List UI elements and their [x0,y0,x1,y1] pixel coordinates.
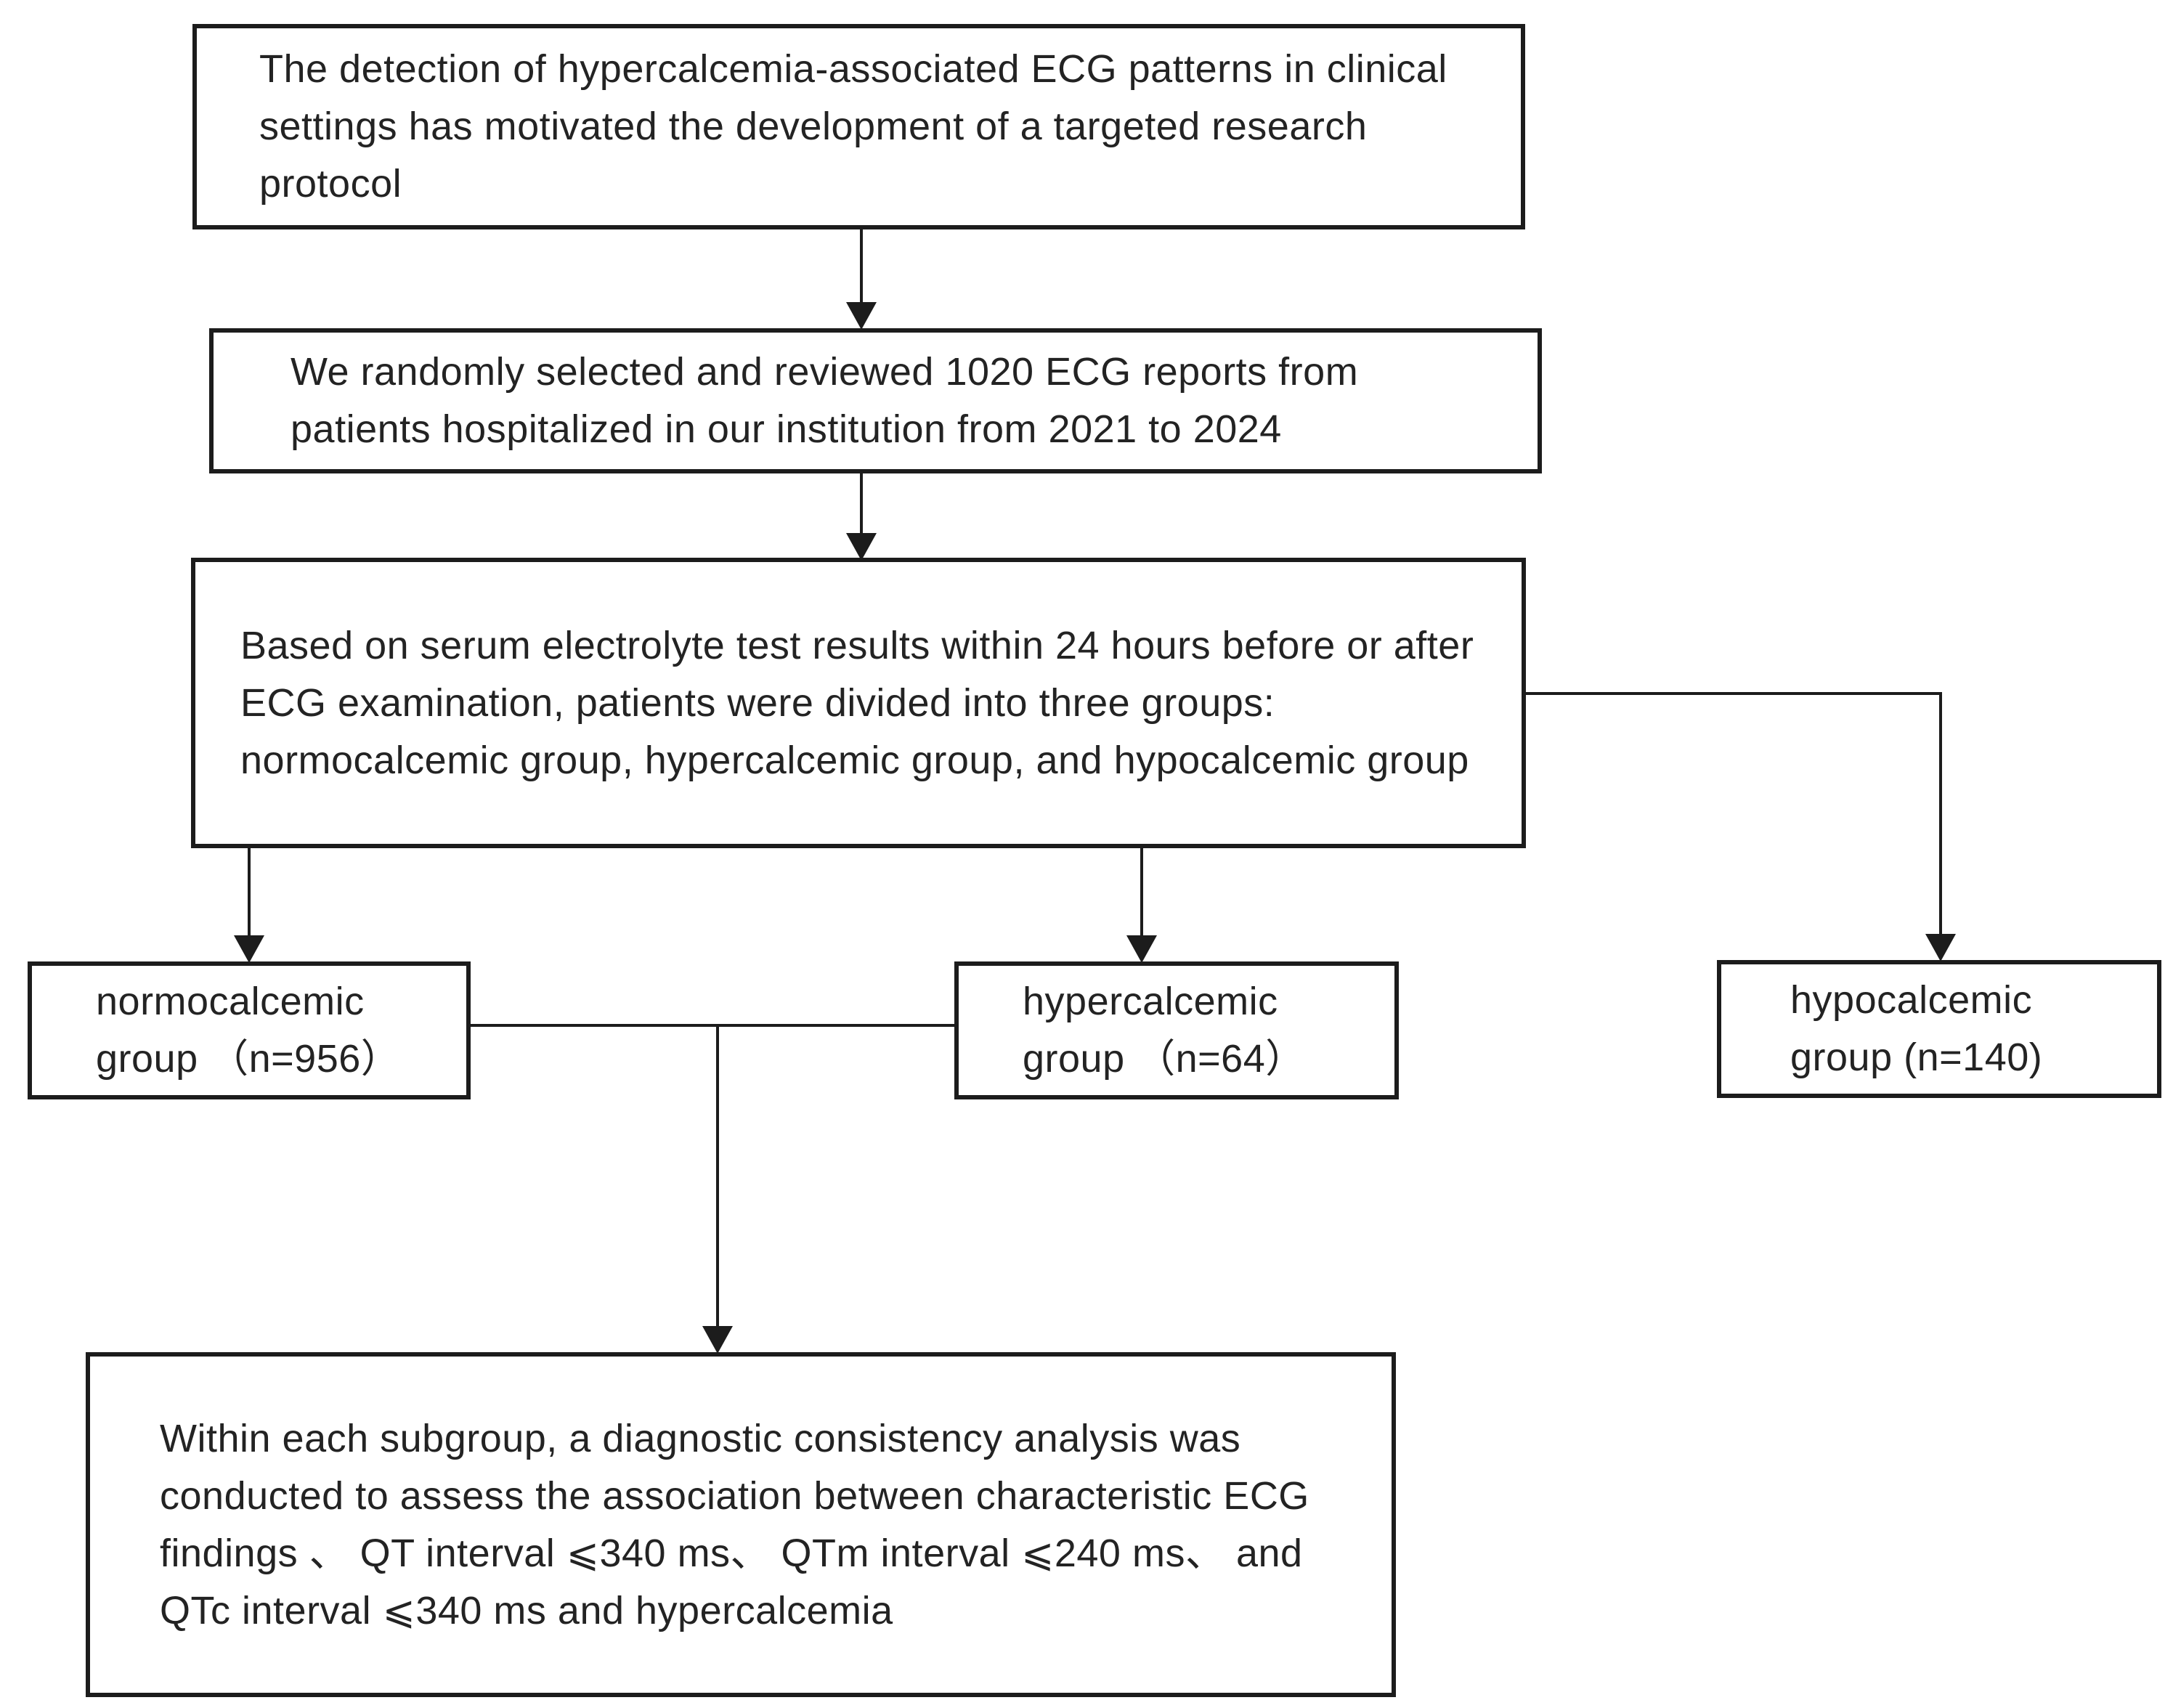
flow-box-analysis-text: Within each subgroup, a diagnostic consi… [160,1416,1309,1632]
flow-box-normocalcemic-text: normocalcemic group （n=956） [96,980,401,1081]
arrowhead-down-icon [702,1326,733,1354]
connector-merge-to-analysis-line [716,1024,719,1329]
flow-box-diagnostic-analysis: Within each subgroup, a diagnostic consi… [86,1352,1396,1697]
flow-box-grouping: Based on serum electrolyte test results … [191,558,1526,848]
arrowhead-down-icon [846,533,877,561]
connector-groups-merge-horizontal [471,1024,954,1027]
connector-selection-to-grouping-line [860,473,863,536]
flow-box-hypocalcemic-group: hypocalcemic group (n=140) [1717,960,2161,1098]
flow-box-protocol-text: The detection of hypercalcemia-associate… [259,47,1447,206]
flow-box-hypocalcemic-text: hypocalcemic group (n=140) [1790,978,2043,1079]
flow-box-hypercalcemic-group: hypercalcemic group （n=64） [954,961,1399,1099]
arrowhead-down-icon [1925,934,1956,961]
connector-grouping-to-hypocalcemic-vertical [1939,692,1942,937]
arrowhead-down-icon [1126,935,1157,963]
connector-grouping-to-hypercalcemic-line [1140,848,1143,938]
flow-box-normocalcemic-group: normocalcemic group （n=956） [28,961,471,1099]
arrowhead-down-icon [846,302,877,330]
connector-grouping-to-normocalcemic-line [248,848,251,938]
flow-box-selection-text: We randomly selected and reviewed 1020 E… [291,350,1359,451]
connector-protocol-to-selection-line [860,229,863,305]
connector-grouping-to-hypocalcemic-horizontal [1526,692,1942,695]
flow-box-protocol-motivation: The detection of hypercalcemia-associate… [192,24,1525,229]
flow-box-ecg-selection: We randomly selected and reviewed 1020 E… [209,328,1542,473]
flow-box-hypercalcemic-text: hypercalcemic group （n=64） [1023,980,1305,1081]
arrowhead-down-icon [234,935,264,963]
flow-box-grouping-text: Based on serum electrolyte test results … [240,623,1474,782]
